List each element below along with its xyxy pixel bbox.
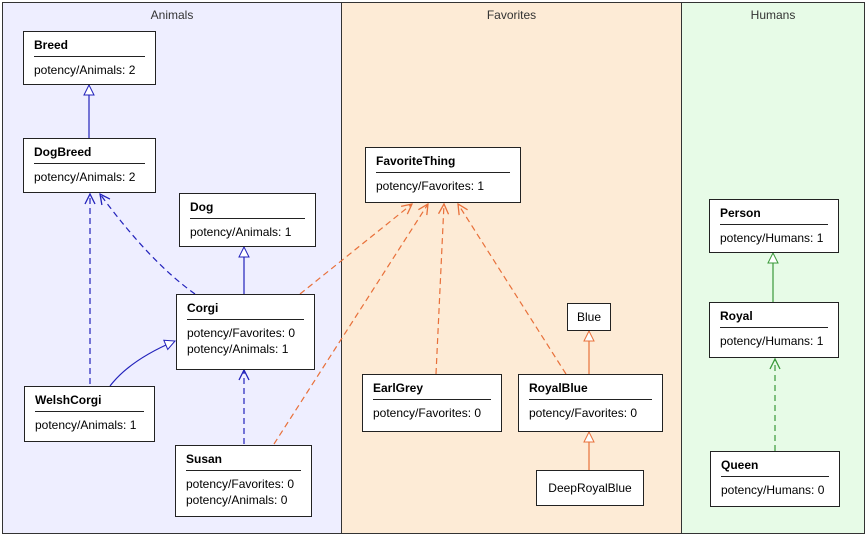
class-deeproyalblue[interactable]: DeepRoyalBlue bbox=[536, 470, 644, 506]
class-dog[interactable]: Dog potency/Animals: 1 bbox=[179, 193, 316, 247]
class-royal[interactable]: Royal potency/Humans: 1 bbox=[709, 302, 839, 358]
class-attribute: potency/Animals: 0 bbox=[186, 493, 288, 507]
class-name: FavoriteThing bbox=[376, 154, 510, 173]
swimlane-title: Favorites bbox=[486, 8, 537, 22]
class-attribute: potency/Favorites: 0 bbox=[529, 406, 638, 420]
class-name: Dog bbox=[190, 200, 305, 219]
class-attribute: potency/Animals: 1 bbox=[187, 342, 289, 356]
class-attribute: potency/Animals: 1 bbox=[190, 225, 292, 239]
class-breed[interactable]: Breed potency/Animals: 2 bbox=[23, 31, 156, 85]
instance-corgi-dogbreed bbox=[100, 194, 196, 295]
class-name: EarlGrey bbox=[373, 381, 491, 400]
class-dogbreed[interactable]: DogBreed potency/Animals: 2 bbox=[23, 138, 156, 193]
class-blue[interactable]: Blue bbox=[567, 303, 611, 331]
class-attribute: potency/Favorites: 0 bbox=[187, 326, 296, 340]
instance-corgi-favoritething bbox=[299, 204, 412, 295]
instance-royalblue-favoritething bbox=[458, 204, 567, 375]
class-attribute: potency/Favorites: 1 bbox=[376, 179, 485, 193]
inheritance-welshcorgi-corgi bbox=[109, 341, 175, 387]
class-attribute: potency/Animals: 1 bbox=[35, 418, 137, 432]
class-name: Royal bbox=[720, 309, 828, 328]
class-name: Susan bbox=[186, 452, 301, 471]
class-name: WelshCorgi bbox=[35, 393, 144, 412]
class-attribute: potency/Humans: 1 bbox=[720, 231, 824, 245]
class-name: Person bbox=[720, 206, 828, 225]
instance-susan-favoritething bbox=[273, 204, 428, 445]
class-attribute: potency/Animals: 2 bbox=[34, 170, 136, 184]
class-name: RoyalBlue bbox=[529, 381, 652, 400]
class-attribute: potency/Humans: 0 bbox=[721, 483, 825, 497]
swimlane-favorites: Favorites bbox=[341, 2, 682, 534]
class-attribute: potency/Humans: 1 bbox=[720, 334, 824, 348]
class-name: Corgi bbox=[187, 301, 304, 320]
class-name: DogBreed bbox=[34, 145, 145, 164]
swimlane-title: Animals bbox=[150, 8, 194, 22]
class-royalblue[interactable]: RoyalBlue potency/Favorites: 0 bbox=[518, 374, 663, 432]
class-queen[interactable]: Queen potency/Humans: 0 bbox=[710, 451, 840, 507]
class-welshcorgi[interactable]: WelshCorgi potency/Animals: 1 bbox=[24, 386, 155, 442]
class-favoritething[interactable]: FavoriteThing potency/Favorites: 1 bbox=[365, 147, 521, 203]
class-person[interactable]: Person potency/Humans: 1 bbox=[709, 199, 839, 253]
class-corgi[interactable]: Corgi potency/Favorites: 0 potency/Anima… bbox=[176, 294, 315, 370]
class-attribute: potency/Favorites: 0 bbox=[373, 406, 482, 420]
class-attribute: potency/Animals: 2 bbox=[34, 63, 136, 77]
class-name: Breed bbox=[34, 38, 145, 57]
class-susan[interactable]: Susan potency/Favorites: 0 potency/Anima… bbox=[175, 445, 312, 517]
swimlane-title: Humans bbox=[750, 8, 796, 22]
class-earlgrey[interactable]: EarlGrey potency/Favorites: 0 bbox=[362, 374, 502, 432]
swimlane-animals: Animals bbox=[2, 2, 342, 534]
instance-earlgrey-favoritething bbox=[435, 204, 444, 375]
class-attribute: potency/Favorites: 0 bbox=[186, 477, 295, 491]
class-name: Queen bbox=[721, 458, 829, 477]
